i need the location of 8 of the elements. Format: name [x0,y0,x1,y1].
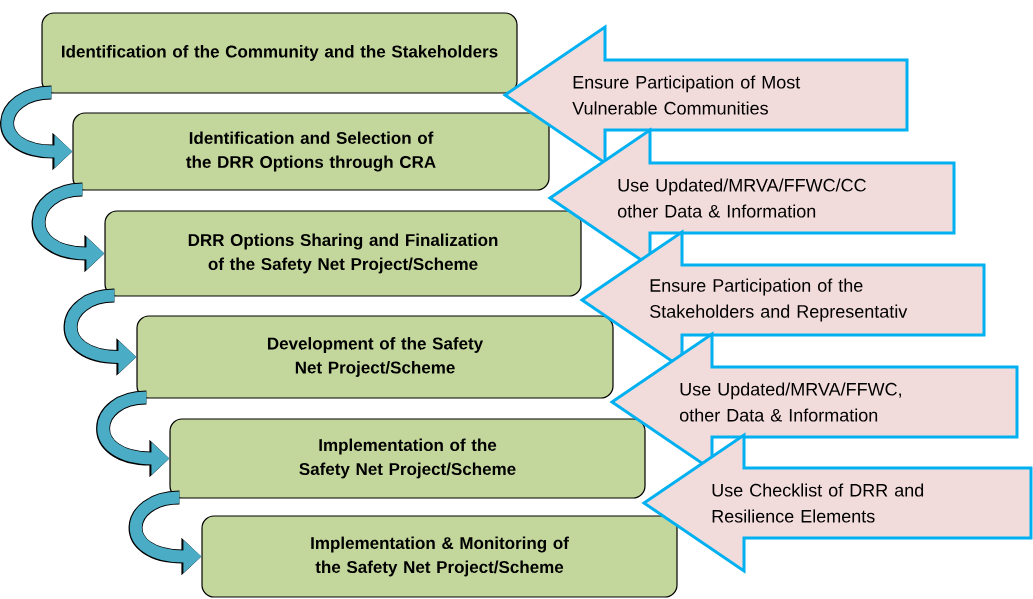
step-box: Development of the Safety Net Project/Scheme [136,315,614,399]
node-label: Use Updated/MRVA/FFWC, other Data & Information [679,382,901,422]
step-box: Identification of the Community and the Stakeholders [41,12,518,94]
step-box: Identification and Selection of the DRR Options through CRA [72,112,550,191]
node-label: Use Checklist of DRR and Resilience Elements [712,483,924,523]
step-box: Implementation of the Safety Net Project/Scheme [169,418,646,499]
step-box: DRR Options Sharing and Finalization of the Safety Net Project/Scheme [104,210,582,297]
step-box: Implementation & Monitoring of the Safety Net Project/Scheme [201,515,678,598]
